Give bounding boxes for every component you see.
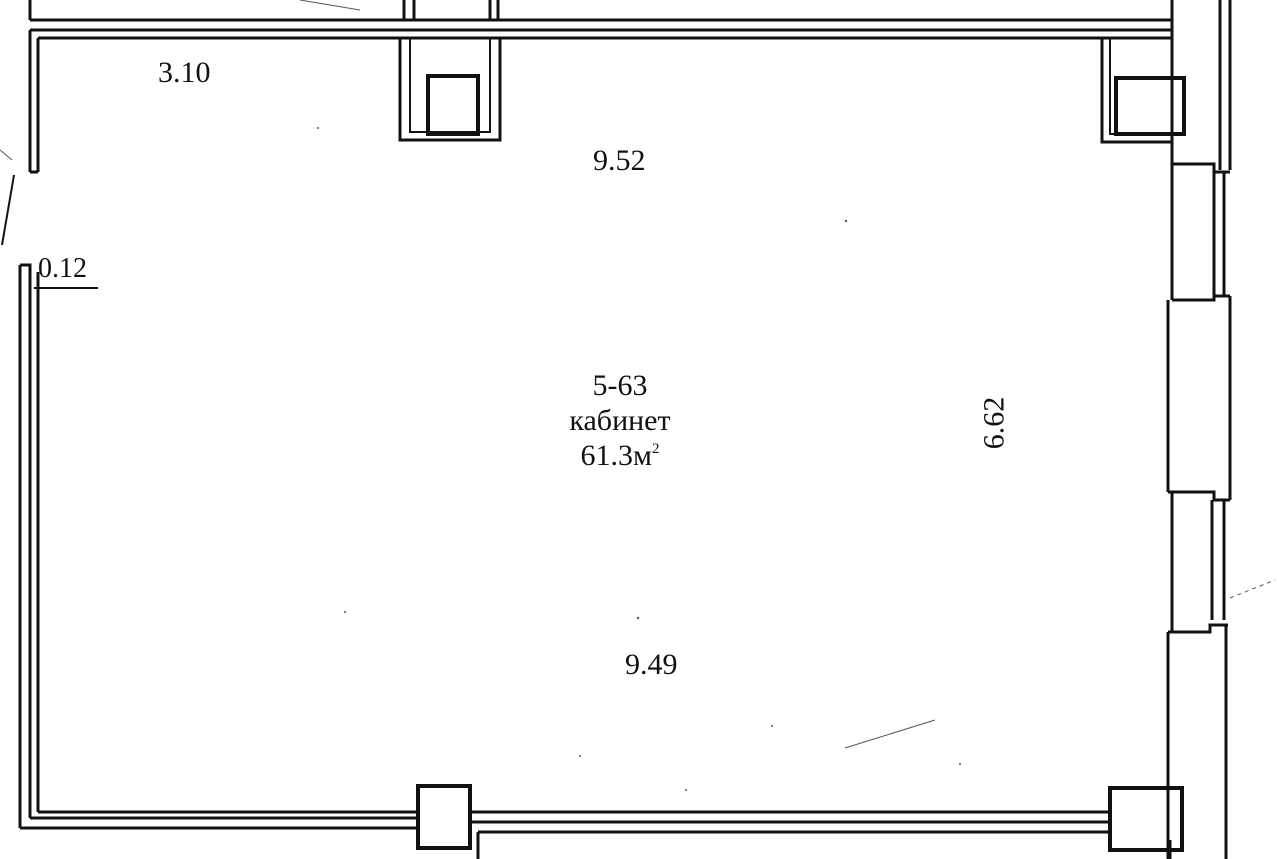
room-area: 61.3м2 [520, 438, 720, 473]
bottom-right-column [1108, 786, 1184, 852]
dimension-small-offset: 0.12 [38, 253, 87, 284]
right-wall [1166, 0, 1232, 859]
dimension-top-left: 3.10 [158, 56, 211, 89]
scan-dots [317, 127, 961, 791]
room-label: 5-63 кабинет 61.3м2 [520, 368, 720, 473]
bottom-wall [20, 810, 1172, 859]
top-wall [28, 0, 1172, 40]
left-wall [18, 263, 40, 828]
bottom-column [416, 784, 472, 850]
dimension-top: 9.52 [593, 144, 646, 177]
dimension-right: 6.62 [977, 396, 1011, 450]
dimension-bottom: 9.49 [625, 648, 678, 681]
top-partition [402, 0, 500, 20]
top-column [398, 36, 502, 142]
room-area-value: 61.3м [580, 439, 652, 472]
room-name: кабинет [569, 404, 671, 437]
scan-marks [0, 0, 1276, 749]
upper-left-wall [1, 30, 40, 246]
room-number: 5-63 [592, 369, 648, 402]
room-area-unit-exponent: 2 [651, 441, 660, 457]
